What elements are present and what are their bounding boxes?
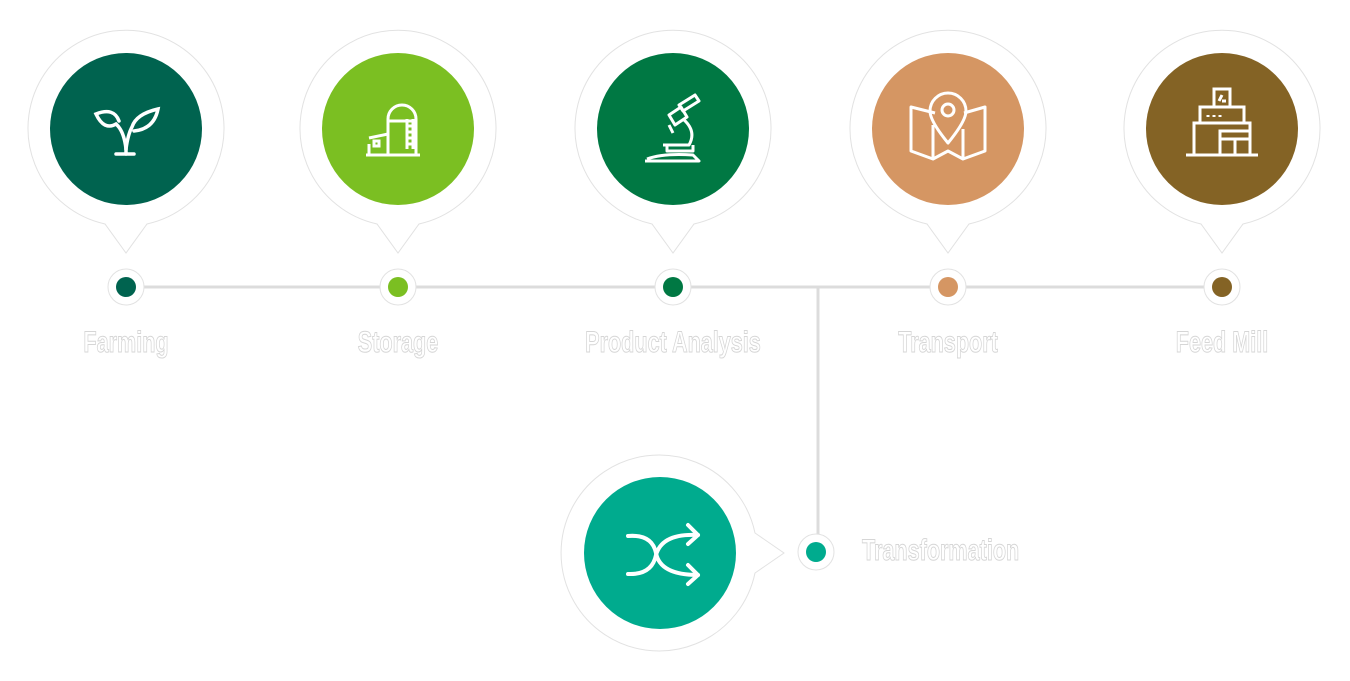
branch-label: Transformation [862,534,1020,568]
bubble-fill [584,477,736,629]
microscope-icon [645,93,701,163]
branch-dot [806,542,826,562]
timeline-dot [388,277,408,297]
timeline-dot [116,277,136,297]
timeline-dot [663,277,683,297]
silo-icon [366,103,420,157]
step-label: Transport [898,326,998,360]
bubble-fill [50,53,202,205]
map-pin-icon [909,91,987,161]
bubble-fill [872,53,1024,205]
step-label: Storage [357,326,439,360]
timeline-dot [938,277,958,297]
sprout-icon [93,106,161,156]
step-label: Feed Mill [1175,326,1269,360]
factory-icon [1186,87,1258,157]
timeline-dot [1212,277,1232,297]
shuffle-icon [626,523,700,586]
bubble-fill [1146,53,1298,205]
step-label: Farming [83,326,169,360]
step-label: Product Analysis [585,326,761,360]
bubble-fill [597,53,749,205]
bubble-fill [322,53,474,205]
